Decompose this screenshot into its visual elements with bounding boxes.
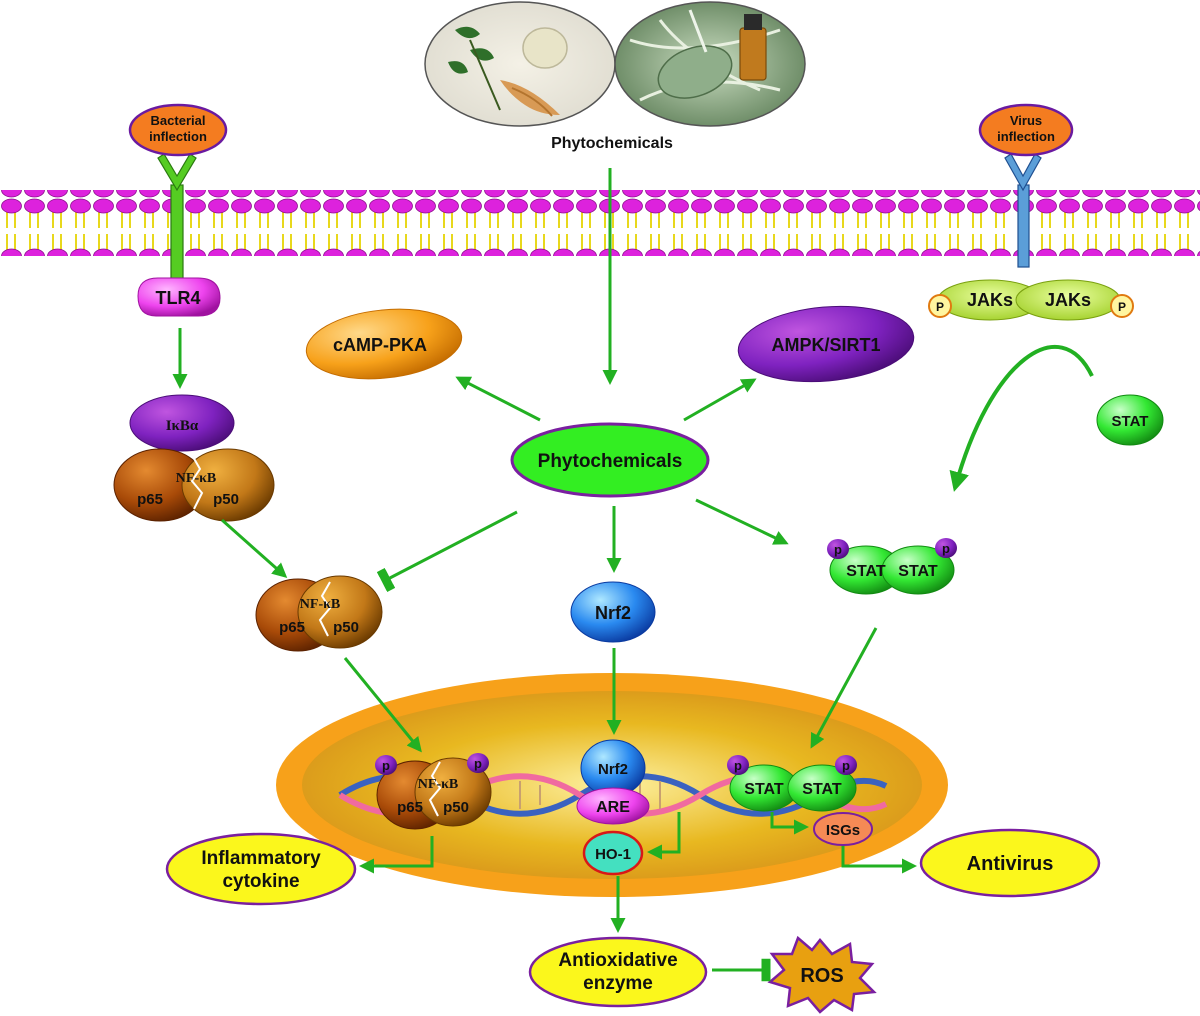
jaks-phospho-right: P: [1118, 300, 1126, 314]
p65-label-1: p65: [137, 491, 163, 508]
are-label: ARE: [596, 799, 630, 816]
jaks-phospho-left: P: [936, 300, 944, 314]
arrow-nfkb-cyto-to-free: [221, 518, 288, 578]
arrow-stat-to-isgs: [770, 812, 809, 835]
header-label: Phytochemicals: [551, 135, 673, 152]
inflammatory-label-1: Inflammatory: [201, 848, 321, 869]
stat-dimer-cytoplasm: STAT STAT p p: [827, 538, 957, 595]
nfkb-label-2: NF-κB: [300, 597, 340, 612]
stat-label-nucleus-a: STAT: [744, 781, 784, 798]
virus-infection-badge: Virus inflection: [978, 103, 1074, 157]
jaks-complex: JAKs JAKs P P: [928, 279, 1134, 321]
arrow-stat-to-nucleus: [810, 627, 878, 749]
cell-membrane: [0, 190, 1200, 256]
stat-label-dimer-1b: STAT: [898, 563, 938, 580]
inhibit-center-to-nfkb: [376, 510, 518, 593]
tlr4-label: TLR4: [156, 288, 201, 308]
jaks-label-right: JAKs: [1045, 290, 1091, 310]
antivirus-node: Antivirus: [919, 828, 1101, 898]
are-element: ARE: [576, 787, 650, 825]
bacterial-label-1: Bacterial: [151, 113, 206, 128]
nfkb-complex-nucleus: NF-κB p65 p50 p p: [375, 753, 492, 830]
bacterial-label-2: inflection: [149, 129, 207, 144]
arrow-isgs-to-antivirus: [841, 846, 917, 874]
nrf2-label: Nrf2: [595, 603, 631, 623]
stat-phospho-2b: p: [842, 758, 850, 773]
virus-label-2: inflection: [997, 129, 1055, 144]
antivirus-label: Antivirus: [967, 853, 1054, 875]
p50-label-1: p50: [213, 491, 239, 508]
isgs-label: ISGs: [826, 822, 860, 839]
nfkb-complex-cytoplasm: NF-κB p65 p50: [113, 448, 275, 522]
arrow-center-to-ampk: [683, 378, 757, 422]
stat-label-nucleus-b: STAT: [802, 781, 842, 798]
central-phytochemicals-node: Phytochemicals: [510, 422, 710, 498]
herbs-photo: [424, 1, 616, 127]
camp-pka-protein: cAMP-PKA: [305, 308, 463, 380]
stat-dimer-nucleus: STAT STAT p p: [727, 755, 857, 812]
nrf2-label-nucleus: Nrf2: [598, 761, 628, 778]
nrf2-nucleus: Nrf2: [580, 739, 646, 797]
stat-label-free: STAT: [1112, 413, 1149, 430]
arrow-jaks-to-stat: [949, 345, 1094, 492]
arrow-center-to-camp: [455, 376, 541, 422]
ros-node: ROS: [767, 935, 877, 1014]
nrf2-protein: Nrf2: [570, 581, 656, 643]
virus-receptor: [1004, 153, 1042, 268]
nfkb-complex-free: NF-κB p65 p50: [255, 575, 383, 652]
isgs-gene: ISGs: [813, 812, 873, 846]
ho1-gene: HO-1: [582, 830, 644, 876]
arrow-nfkb-free-to-nucleus: [343, 657, 422, 753]
antioxidative-label-1: Antioxidative: [558, 950, 677, 971]
bacterial-receptor: [157, 153, 197, 286]
central-label: Phytochemicals: [538, 451, 683, 472]
stat-label-dimer-1a: STAT: [846, 563, 886, 580]
nfkb-label-1: NF-κB: [176, 471, 216, 486]
ho1-label: HO-1: [595, 846, 631, 863]
p65-label-2: p65: [279, 619, 305, 636]
ikba-protein: IκBα: [129, 394, 235, 452]
nfkb-phospho-left: p: [382, 758, 390, 773]
header-photos: [424, 1, 806, 127]
p50-label-3: p50: [443, 799, 469, 816]
p50-label-2: p50: [333, 619, 359, 636]
tlr4-protein: TLR4: [137, 277, 221, 317]
nfkb-phospho-right: p: [474, 756, 482, 771]
arrow-nfkb-to-inflammatory: [359, 836, 434, 874]
stat-phospho-1b: p: [942, 541, 950, 556]
nfkb-label-3: NF-κB: [418, 777, 458, 792]
stat-phospho-1a: p: [834, 542, 842, 557]
stat-phospho-2a: p: [734, 758, 742, 773]
arrow-are-to-ho1: [647, 812, 681, 860]
inflammatory-cytokine-node: Inflammatory cytokine: [165, 832, 357, 906]
p65-label-3: p65: [397, 799, 423, 816]
antioxidative-enzyme-node: Antioxidative enzyme: [528, 936, 708, 1008]
essential-oil-photo: [614, 1, 806, 127]
ikba-label: IκBα: [166, 418, 199, 434]
virus-label-1: Virus: [1010, 113, 1042, 128]
pathway-arrows: [172, 168, 1094, 982]
ampk-sirt1-label: AMPK/SIRT1: [771, 335, 880, 355]
camp-pka-label: cAMP-PKA: [333, 335, 427, 355]
arrow-center-to-stat-dimer: [695, 498, 789, 545]
inflammatory-label-2: cytokine: [222, 871, 299, 892]
jaks-label-left: JAKs: [967, 290, 1013, 310]
ampk-sirt1-protein: AMPK/SIRT1: [737, 305, 915, 383]
stat-protein-free: STAT: [1096, 394, 1164, 446]
antioxidative-label-2: enzyme: [583, 973, 653, 994]
bacterial-infection-badge: Bacterial inflection: [128, 103, 228, 157]
ros-label: ROS: [800, 965, 843, 987]
